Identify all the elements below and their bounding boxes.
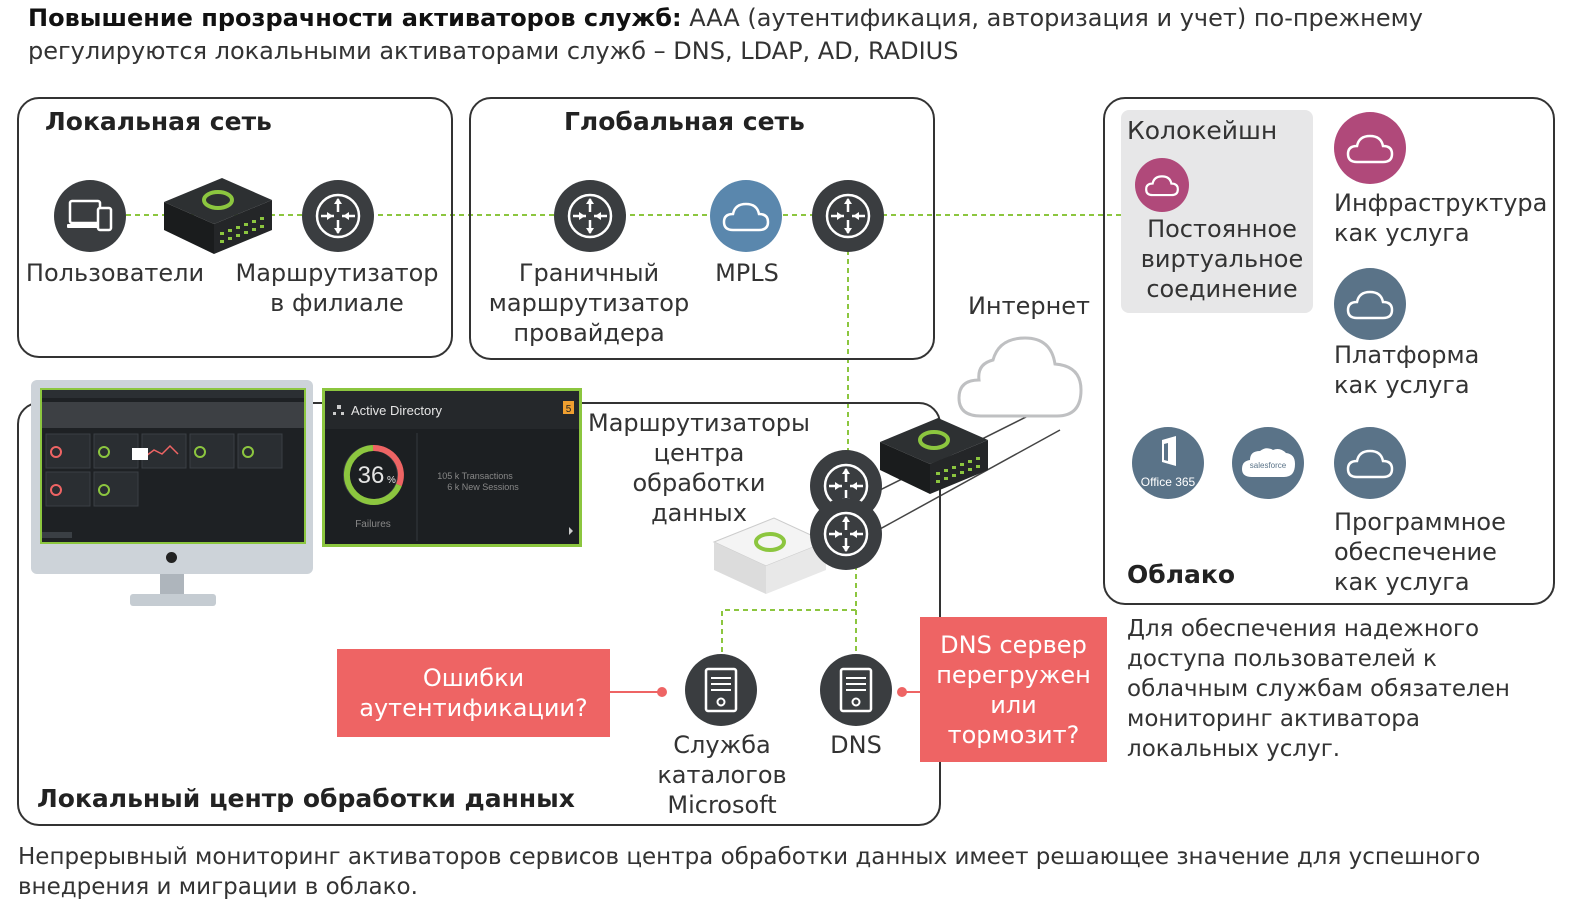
edge-appliance-icon xyxy=(880,418,988,494)
header-text: Повышение прозрачности активаторов служб… xyxy=(28,2,1548,68)
ad-percent-unit: % xyxy=(387,475,396,486)
dc-router-2-icon[interactable] xyxy=(810,498,882,570)
dashboard-graphic xyxy=(42,390,304,538)
cloud-box xyxy=(1103,97,1555,605)
iaas-label: Инфраструктура как услуга xyxy=(1334,189,1548,247)
ad-percent: 36 xyxy=(358,462,385,489)
salesforce-text: salesforce xyxy=(1250,461,1287,470)
monitor-stand xyxy=(130,594,216,606)
iaas-cloud-icon[interactable] xyxy=(1334,112,1406,184)
cloud-title: Облако xyxy=(1127,560,1236,589)
colocation-cloud-icon[interactable] xyxy=(1135,158,1189,212)
colocation-label: Постоянное виртуальное соединение xyxy=(1140,215,1304,303)
edge-router-icon[interactable] xyxy=(554,180,626,252)
dns-label: DNS xyxy=(830,731,882,759)
paas-label: Платформа как услуга xyxy=(1334,341,1480,399)
dashboard-screen xyxy=(40,388,306,544)
paas-cloud-icon[interactable] xyxy=(1334,268,1406,340)
lan-box xyxy=(17,97,453,358)
dns-server-icon[interactable] xyxy=(820,654,892,726)
mpls-cloud-icon[interactable] xyxy=(710,180,782,252)
directory-server-icon[interactable] xyxy=(685,654,757,726)
dns-overload-callout: DNS сервер перегружен или тормозит? xyxy=(920,617,1107,762)
wan-router-icon[interactable] xyxy=(812,180,884,252)
auth-error-callout: Ошибки аутентификации? xyxy=(337,649,610,737)
ad-failures: Failures xyxy=(355,519,391,530)
users-icon[interactable] xyxy=(54,180,126,252)
lan-title: Локальная сеть xyxy=(45,107,272,136)
dc-appliance-icon xyxy=(712,517,828,594)
header-bold: Повышение прозрачности активаторов служб… xyxy=(28,4,682,32)
wan-title: Глобальная сеть xyxy=(564,107,805,136)
appliance-icon xyxy=(164,178,272,254)
active-directory-panel[interactable]: Active Directory 5 36 % Failures 105 k T… xyxy=(322,388,582,547)
datacenter-title: Локальный центр обработки данных xyxy=(37,784,575,813)
internet-label: Интернет xyxy=(967,292,1091,320)
edge-router-label: Граничный маршрутизатор провайдера xyxy=(488,259,690,347)
ad-line1: 105 k Transactions xyxy=(437,471,513,481)
saas-cloud-icon[interactable] xyxy=(1334,427,1406,499)
branch-router-icon[interactable] xyxy=(302,180,374,252)
ad-line2: 6 k New Sessions xyxy=(447,482,519,492)
side-note: Для обеспечения надежного доступа пользо… xyxy=(1127,616,1510,762)
monitor-button xyxy=(166,552,177,563)
office365-text: Office 365 xyxy=(1141,475,1196,489)
internet-cloud-icon xyxy=(957,336,1083,418)
saas-label: Программное обеспечение как услуга xyxy=(1334,508,1506,596)
mpls-label: MPLS xyxy=(715,259,779,287)
users-label: Пользователи xyxy=(25,259,205,287)
dc-routers-label: Маршрутизаторы центра обработки данных xyxy=(588,409,810,527)
colocation-title: Колокейшн xyxy=(1127,116,1278,145)
directory-label: Служба каталогов Microsoft xyxy=(657,731,787,819)
footer-text: Непрерывный мониторинг активаторов серви… xyxy=(18,844,1481,900)
monitor-neck xyxy=(160,574,184,596)
ad-panel-graphic: Active Directory 5 36 % Failures 105 k T… xyxy=(325,391,579,541)
salesforce-icon[interactable]: salesforce xyxy=(1232,427,1304,499)
wan-box xyxy=(469,97,935,360)
ad-title: Active Directory xyxy=(351,403,443,418)
branch-router-label: Маршрутизатор в филиале xyxy=(235,259,439,317)
colocation-panel xyxy=(1121,110,1313,313)
header-rest: AAA (аутентификация, авторизация и учет)… xyxy=(28,4,1423,65)
ad-badge: 5 xyxy=(566,404,572,415)
office365-icon[interactable]: Office 365 xyxy=(1132,427,1204,499)
